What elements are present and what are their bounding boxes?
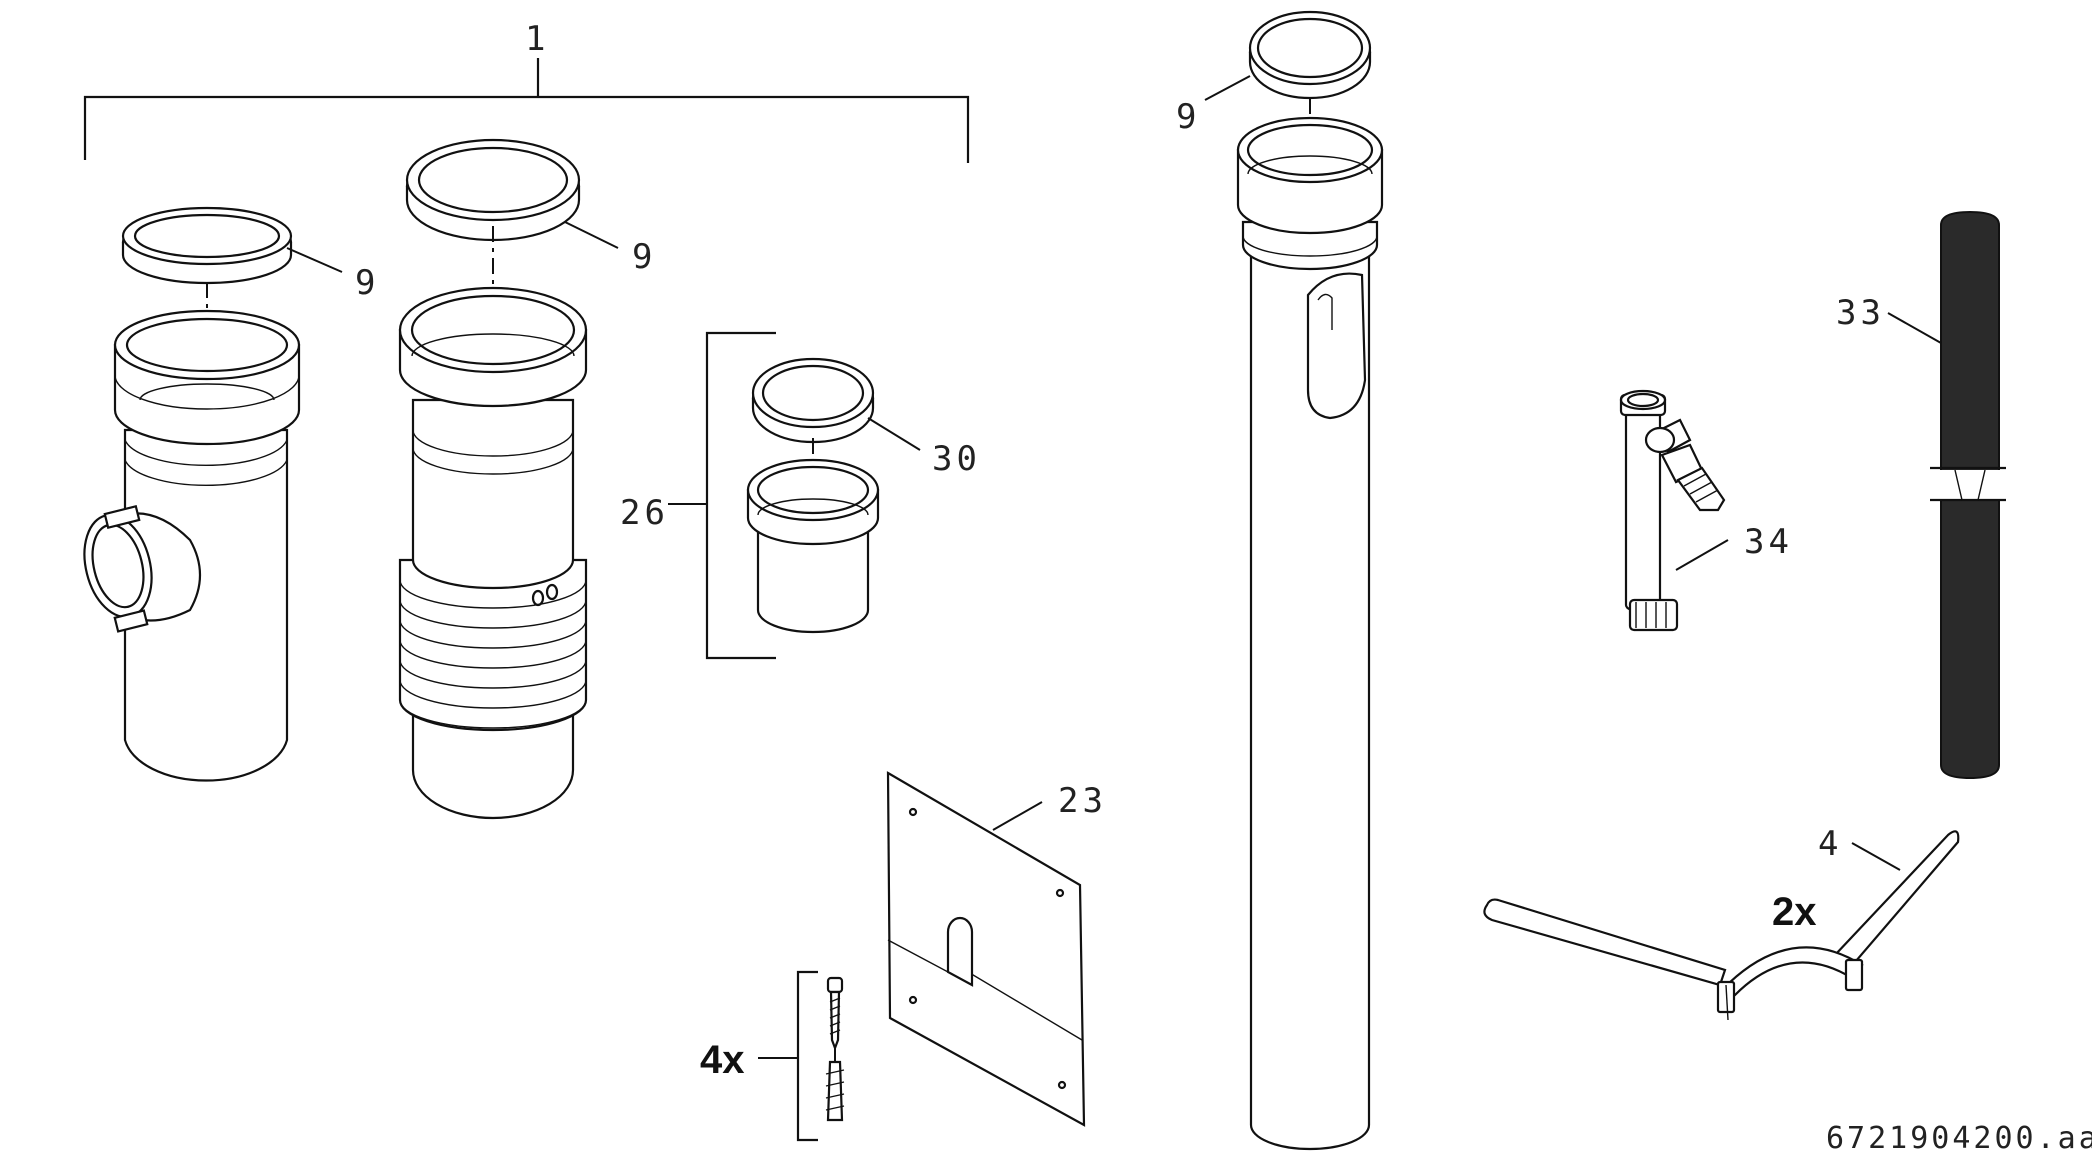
screw-set-bracket bbox=[796, 970, 818, 1142]
qty-screws: 4x bbox=[700, 1038, 745, 1082]
siphon bbox=[1619, 389, 1726, 632]
seal-ring-left bbox=[121, 206, 293, 285]
extension-pipe bbox=[398, 286, 588, 820]
screw-icon bbox=[826, 976, 844, 1052]
label-wall-plate: 23 bbox=[1058, 781, 1107, 821]
seal-ring-adapter bbox=[751, 357, 875, 444]
drawing-code: 6721904200.aa bbox=[1826, 1121, 2092, 1156]
adapter-piece bbox=[746, 458, 880, 634]
label-hose: 33 bbox=[1836, 293, 1885, 333]
corrugated-hose bbox=[1930, 210, 2010, 780]
label-seal-left: 9 bbox=[355, 263, 379, 303]
long-pipe bbox=[1236, 116, 1384, 1151]
label-siphon: 34 bbox=[1744, 522, 1793, 562]
pipe-bracket bbox=[1483, 830, 1960, 1021]
label-adapter-set: 26 bbox=[620, 493, 669, 533]
label-seal-right: 9 bbox=[1176, 97, 1200, 137]
label-kit: 1 bbox=[525, 19, 549, 59]
seal-ring-middle bbox=[405, 138, 581, 242]
tee-pipe bbox=[83, 309, 301, 782]
wall-plug-icon bbox=[825, 1060, 845, 1122]
seal-ring-right bbox=[1248, 10, 1372, 100]
label-adapter-seal: 30 bbox=[932, 439, 981, 479]
kit-bracket bbox=[83, 58, 970, 163]
adapter-set-bracket bbox=[705, 331, 776, 660]
label-seal-middle: 9 bbox=[632, 237, 656, 277]
qty-brackets: 2x bbox=[1772, 890, 1817, 934]
label-bracket: 4 bbox=[1818, 824, 1842, 864]
wall-plate bbox=[886, 771, 1086, 1127]
